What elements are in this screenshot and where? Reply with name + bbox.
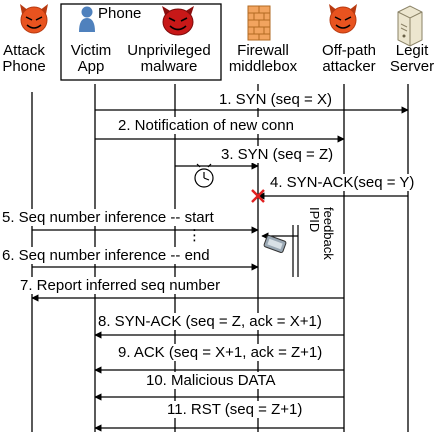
- msg-3: 3. SYN (seq = Z): [221, 146, 334, 163]
- ipid-feedback-label: IPID: [307, 207, 322, 233]
- malware-icon: [162, 6, 194, 36]
- msg-4: 4. SYN-ACK(seq = Y): [270, 174, 415, 191]
- msg-7: 7. Report inferred seq number: [20, 277, 221, 294]
- timer-icon: [194, 163, 214, 188]
- server-icon: [397, 5, 423, 47]
- msg-5: 5. Seq number inference -- start: [2, 209, 214, 226]
- msg-dots: ⋮: [187, 227, 202, 244]
- blocked-x-icon: [251, 189, 265, 203]
- label-phone-group: Phone: [98, 5, 142, 22]
- message-arrows: [31, 106, 409, 432]
- person-icon: [79, 6, 95, 32]
- devil-icon: [329, 4, 357, 34]
- msg-10: 10. Malicious DATA: [146, 372, 276, 389]
- msg-11: 11. RST (seq = Z+1): [167, 401, 303, 418]
- ipid-feedback-label-2: feedback: [321, 207, 336, 260]
- devil-icon: [20, 4, 48, 34]
- phone-group-box: [60, 3, 222, 81]
- msg-8: 8. SYN-ACK (seq = Z, ack = X+1): [98, 313, 322, 330]
- msg-1: 1. SYN (seq = X): [219, 91, 332, 108]
- ipid-device-icon: [263, 235, 287, 253]
- firewall-icon: [247, 5, 271, 41]
- msg-6: 6. Seq number inference -- end: [2, 247, 210, 264]
- msg-9: 9. ACK (seq = X+1, ack = Z+1): [118, 344, 323, 361]
- msg-2: 2. Notification of new conn: [118, 117, 294, 134]
